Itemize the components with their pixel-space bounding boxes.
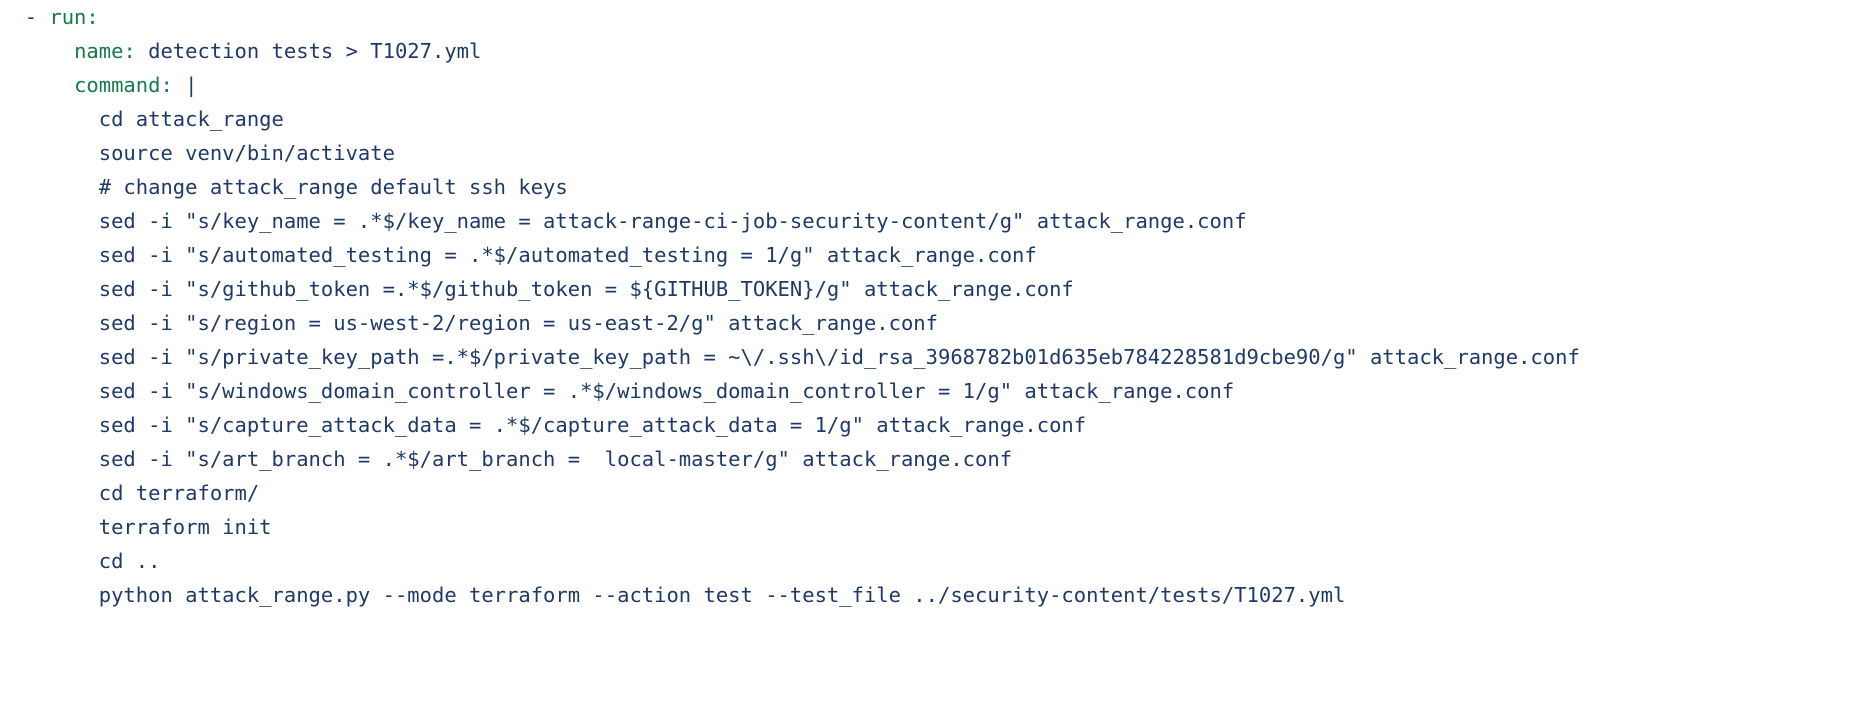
- shell-command-line: cd ..: [0, 549, 161, 573]
- shell-command-line: sed -i "s/capture_attack_data = .*$/capt…: [0, 413, 1087, 437]
- shell-command-line: # change attack_range default ssh keys: [0, 175, 568, 199]
- yaml-sequence-dash: -: [24, 5, 50, 29]
- shell-command-line: source venv/bin/activate: [0, 141, 395, 165]
- shell-command-line: sed -i "s/key_name = .*$/key_name = atta…: [0, 209, 1247, 233]
- yaml-key: run: [49, 5, 87, 29]
- shell-command-line: sed -i "s/windows_domain_controller = .*…: [0, 379, 1235, 403]
- yaml-colon: :: [160, 73, 173, 97]
- code-line: name: detection tests > T1027.yml: [0, 34, 1852, 68]
- code-line: - run:: [0, 0, 1852, 34]
- line-indent: [0, 73, 74, 97]
- shell-command-line: terraform init: [0, 515, 272, 539]
- line-indent: [0, 5, 25, 29]
- yaml-value: |: [172, 73, 198, 97]
- shell-command-line: sed -i "s/github_token =.*$/github_token…: [0, 277, 1074, 301]
- yaml-value: detection tests > T1027.yml: [135, 39, 482, 63]
- shell-command-line: python attack_range.py --mode terraform …: [0, 583, 1346, 607]
- shell-command-line: cd attack_range: [0, 107, 284, 131]
- shell-command-line: sed -i "s/art_branch = .*$/art_branch = …: [0, 447, 1013, 471]
- shell-command-line: sed -i "s/automated_testing = .*$/automa…: [0, 243, 1037, 267]
- line-indent: [0, 39, 74, 63]
- code-line: command: |: [0, 68, 1852, 102]
- yaml-colon: :: [86, 5, 99, 29]
- shell-command-line: sed -i "s/region = us-west-2/region = us…: [0, 311, 938, 335]
- code-lines-container: - run: name: detection tests > T1027.yml…: [0, 0, 1852, 607]
- yaml-key: name: [74, 39, 124, 63]
- yaml-colon: :: [123, 39, 136, 63]
- shell-command-line: sed -i "s/private_key_path =.*$/private_…: [0, 345, 1580, 369]
- shell-command-line: cd terraform/: [0, 481, 260, 505]
- yaml-key: command: [74, 73, 161, 97]
